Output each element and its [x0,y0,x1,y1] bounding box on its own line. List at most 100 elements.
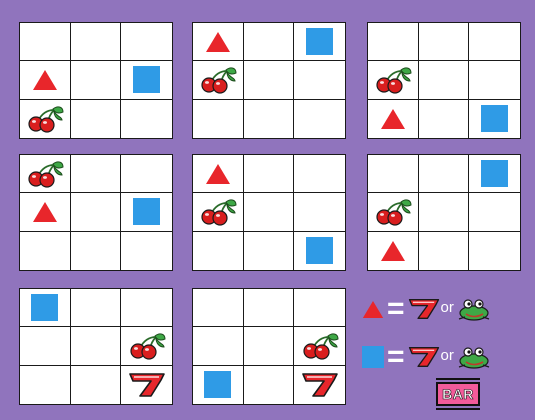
lucky-seven-icon [407,345,441,369]
grid-cell [294,232,345,270]
pattern-grid-4 [19,154,173,271]
grid-cell [368,100,419,138]
grid-cell [294,23,345,61]
grid-cell [244,100,295,138]
grid-cell [294,366,345,404]
blue-square-icon [362,346,384,368]
symbol-legend: = or = or [362,292,532,417]
grid-cell [121,366,172,404]
grid-cell [294,289,345,327]
red-triangle-icon [380,108,406,130]
grid-cell [71,155,122,193]
blue-square-icon [481,105,508,132]
blue-square-icon [204,371,231,398]
bar-label: BAR [442,386,474,402]
blue-square-icon [31,294,58,321]
grid-cell [244,366,295,404]
grid-cell [469,23,520,61]
lucky-seven-icon [407,297,441,321]
grid-cell [121,327,172,365]
pattern-grid-7 [19,288,173,405]
pattern-grid-8 [192,288,346,405]
grid-cell [20,327,71,365]
cherry-icon [301,332,339,360]
cherry-icon [128,332,166,360]
grid-cell [368,23,419,61]
grid-cell [294,193,345,231]
grid-cell [121,61,172,99]
grid-cell [193,327,244,365]
grid-cell [71,289,122,327]
cherry-icon [26,160,64,188]
blue-square-icon [306,237,333,264]
grid-cell [20,232,71,270]
grid-cell [193,100,244,138]
grid-cell [368,155,419,193]
cherry-icon [199,198,237,226]
red-triangle-icon [205,163,231,185]
or-label: or [441,299,454,324]
grid-cell [294,155,345,193]
grid-cell [71,327,122,365]
grid-cell [71,23,122,61]
lucky-seven-icon [300,372,340,398]
pattern-grid-6 [367,154,521,271]
cherry-icon [374,66,412,94]
grid-cell [244,155,295,193]
grid-cell [20,193,71,231]
frog-icon [457,297,491,321]
cherry-icon [199,66,237,94]
frog-icon [457,345,491,369]
grid-cell [244,289,295,327]
equals-sign: = [387,294,405,324]
blue-square-icon [133,198,160,225]
grid-cell [469,232,520,270]
grid-cell [121,155,172,193]
red-triangle-icon [380,240,406,262]
grid-cell [193,61,244,99]
grid-cell [419,232,470,270]
pattern-grid-1 [19,22,173,139]
grid-cell [20,366,71,404]
grid-cell [244,23,295,61]
grid-cell [244,327,295,365]
grid-cell [121,289,172,327]
grid-cell [469,155,520,193]
grid-cell [419,61,470,99]
blue-square-icon [306,28,333,55]
lucky-seven-icon [127,372,167,398]
pattern-grid-3 [367,22,521,139]
grid-cell [368,61,419,99]
grid-cell [469,100,520,138]
legend-row-triangle: = or [362,294,491,324]
red-triangle-icon [205,31,231,53]
grid-cell [294,327,345,365]
pattern-grid-5 [192,154,346,271]
grid-cell [419,193,470,231]
grid-cell [193,23,244,61]
grid-cell [469,61,520,99]
grid-cell [20,23,71,61]
grid-cell [71,193,122,231]
grid-cell [419,155,470,193]
grid-cell [419,23,470,61]
equals-sign: = [387,342,405,372]
blue-square-icon [133,66,160,93]
bar-symbol-icon: BAR [436,382,480,406]
grid-cell [71,100,122,138]
grid-cell [419,100,470,138]
grid-cell [20,61,71,99]
grid-cell [71,61,122,99]
grid-cell [193,289,244,327]
grid-cell [368,232,419,270]
grid-cell [469,193,520,231]
grid-cell [193,193,244,231]
grid-cell [294,61,345,99]
legend-row-square: = or [362,342,491,372]
grid-cell [193,232,244,270]
grid-cell [71,232,122,270]
grid-cell [368,193,419,231]
grid-cell [71,366,122,404]
red-triangle-icon [32,69,58,91]
